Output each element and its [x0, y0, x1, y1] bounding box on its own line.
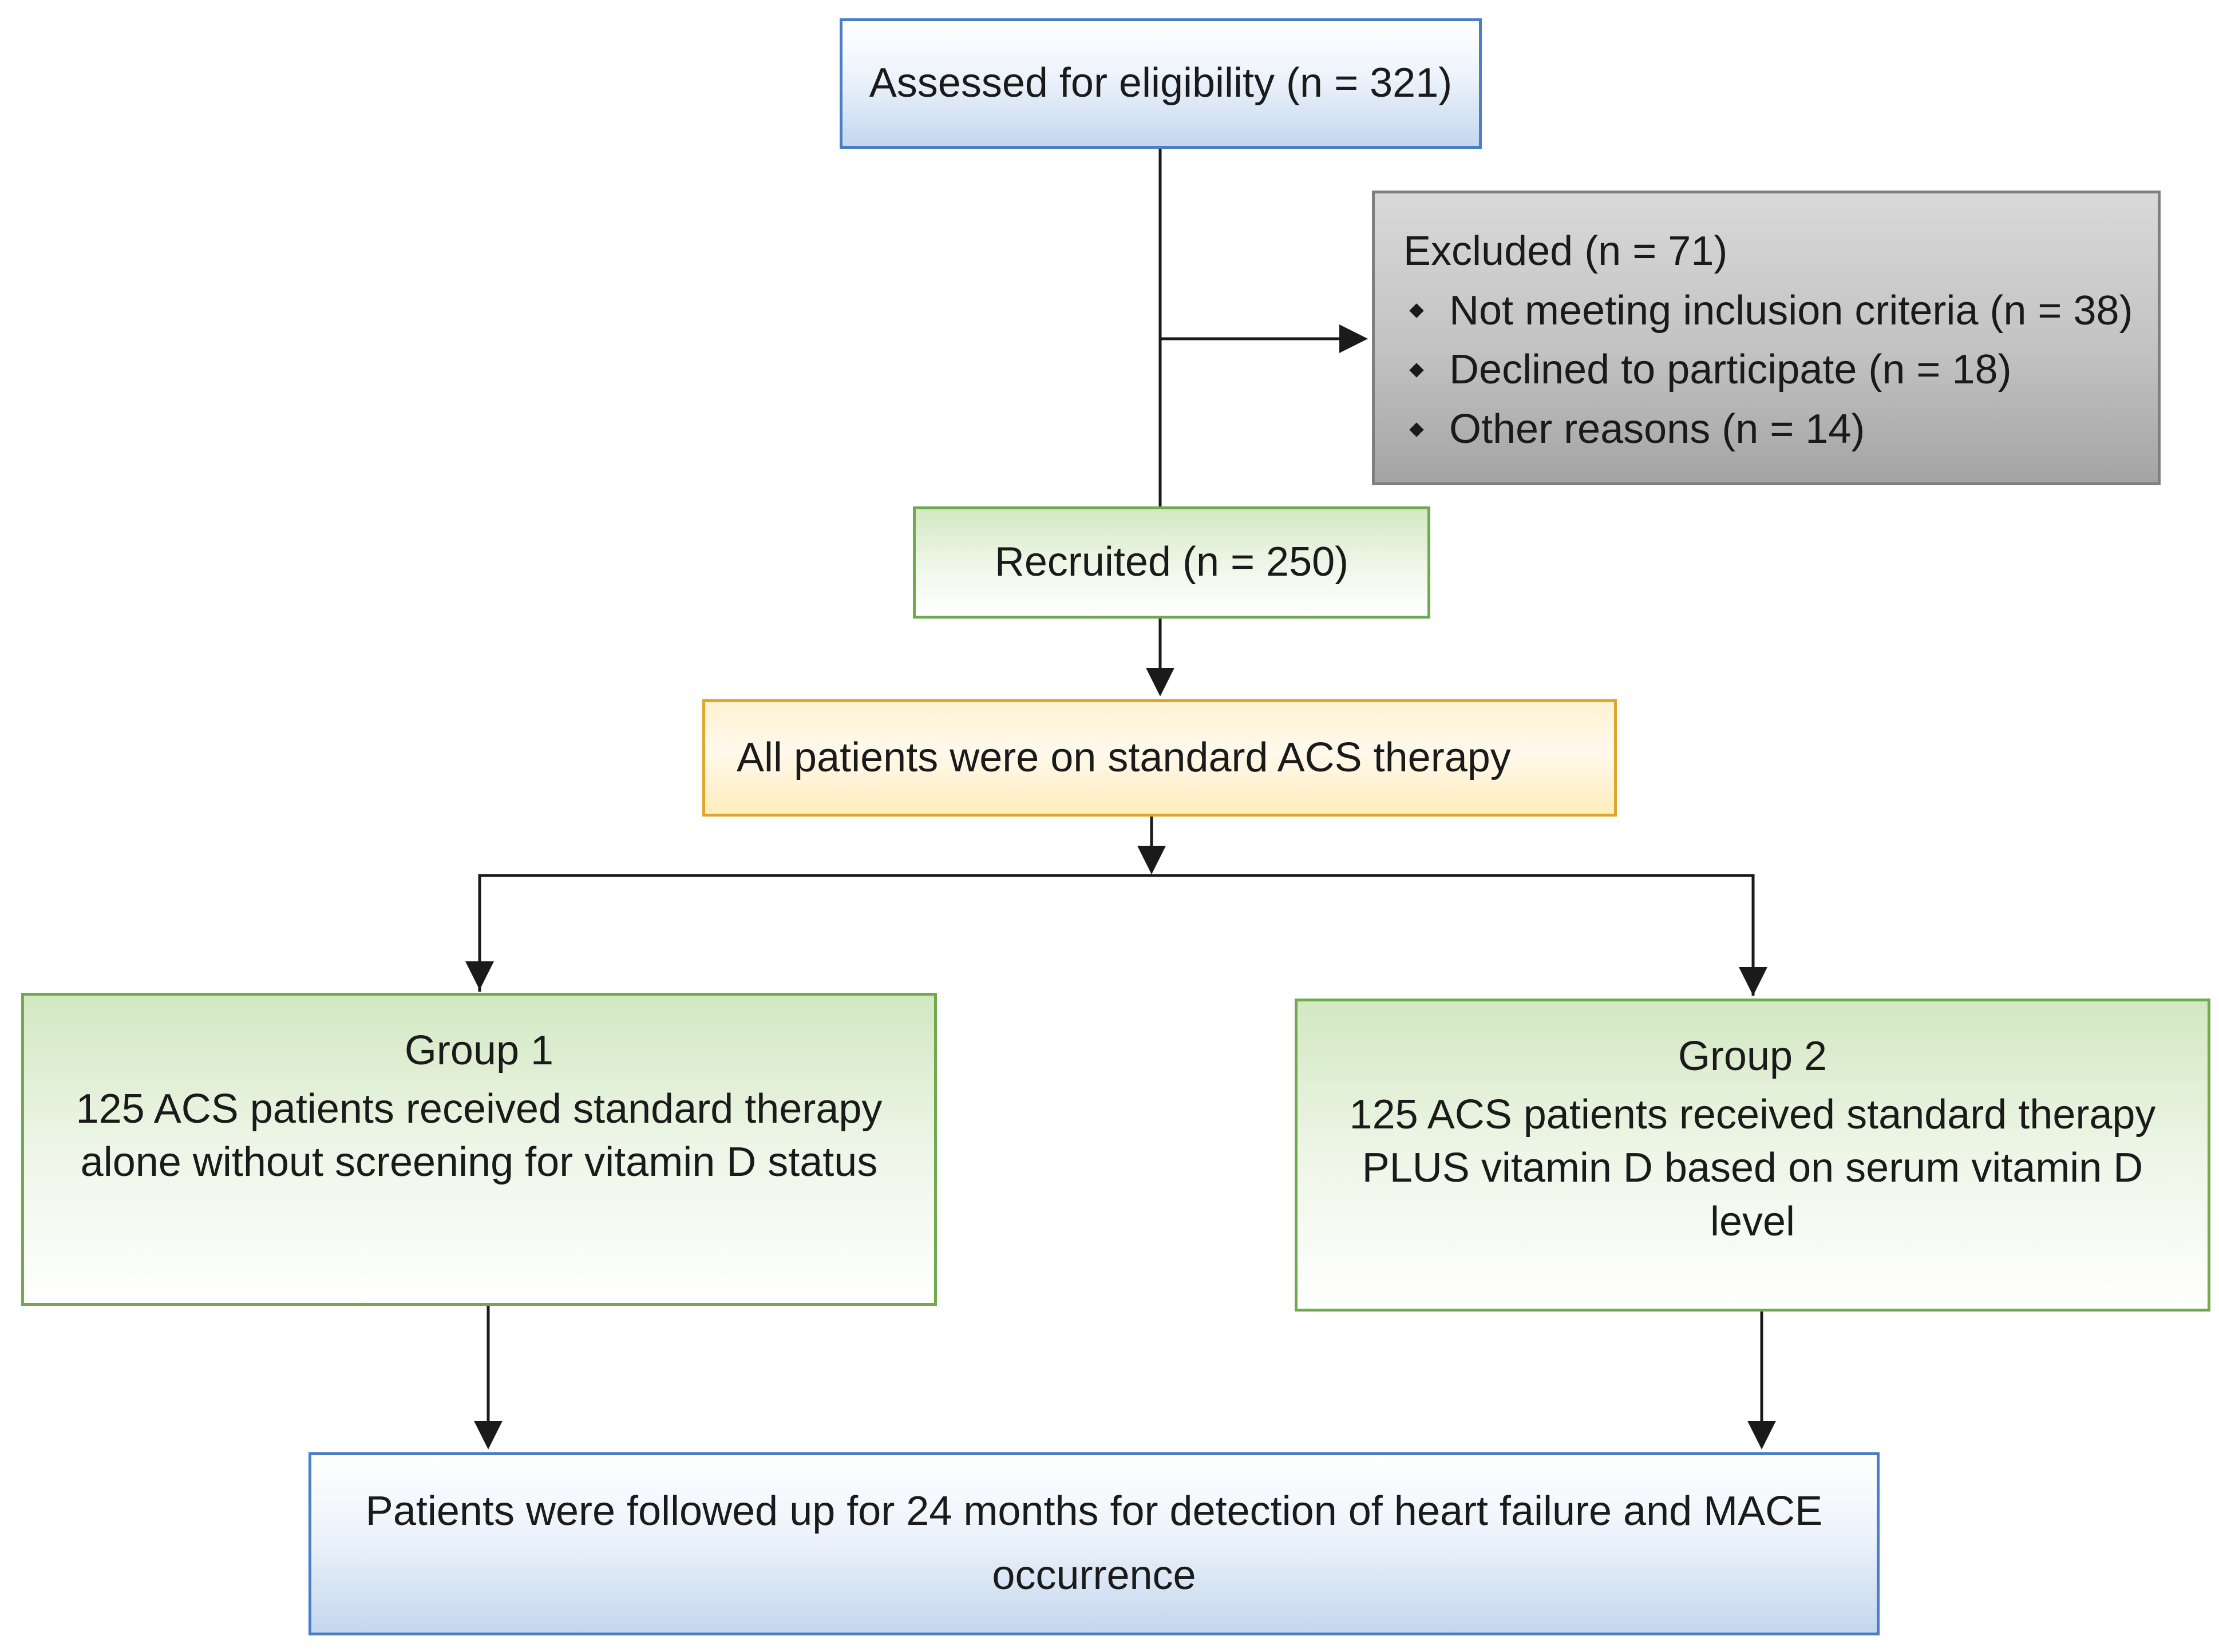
diamond-bullet-icon — [1409, 363, 1424, 378]
excluded-reasons-list: Not meeting inclusion criteria (n = 38) … — [1403, 284, 2158, 457]
group1-title: Group 1 — [404, 1028, 554, 1073]
therapy-text: All patients were on standard ACS therap… — [737, 734, 1511, 781]
recruited-text: Recruited (n = 250) — [994, 539, 1349, 585]
followup-box: Patients were followed up for 24 months … — [308, 1452, 1880, 1635]
excluded-reason-text: Other reasons (n = 14) — [1449, 406, 1865, 452]
recruited-box: Recruited (n = 250) — [913, 506, 1430, 619]
group2-title: Group 2 — [1678, 1033, 1828, 1079]
assessed-text: Assessed for eligibility (n = 321) — [869, 60, 1453, 106]
therapy-box: All patients were on standard ACS therap… — [702, 699, 1617, 817]
diamond-bullet-icon — [1409, 422, 1424, 437]
assessed-box: Assessed for eligibility (n = 321) — [840, 18, 1482, 149]
diamond-bullet-icon — [1409, 303, 1424, 319]
excluded-reason-text: Declined to participate (n = 18) — [1449, 347, 2012, 393]
excluded-reason-item: Not meeting inclusion criteria (n = 38) — [1403, 284, 2158, 338]
excluded-reason-text: Not meeting inclusion criteria (n = 38) — [1449, 287, 2133, 334]
group1-box: Group 1 125 ACS patients received standa… — [21, 993, 937, 1306]
group2-description: 125 ACS patients received standard thera… — [1349, 1091, 2156, 1245]
group1-description: 125 ACS patients received standard thera… — [76, 1086, 883, 1186]
followup-text: Patients were followed up for 24 months … — [365, 1488, 1823, 1598]
excluded-reason-item: Other reasons (n = 14) — [1403, 403, 2158, 457]
group2-box: Group 2 125 ACS patients received standa… — [1295, 999, 2210, 1312]
excluded-reason-item: Declined to participate (n = 18) — [1403, 343, 2158, 397]
excluded-box: Excluded (n = 71) Not meeting inclusion … — [1372, 191, 2161, 485]
connector-split-horizontal — [478, 874, 1755, 996]
excluded-title: Excluded (n = 71) — [1403, 228, 1728, 274]
